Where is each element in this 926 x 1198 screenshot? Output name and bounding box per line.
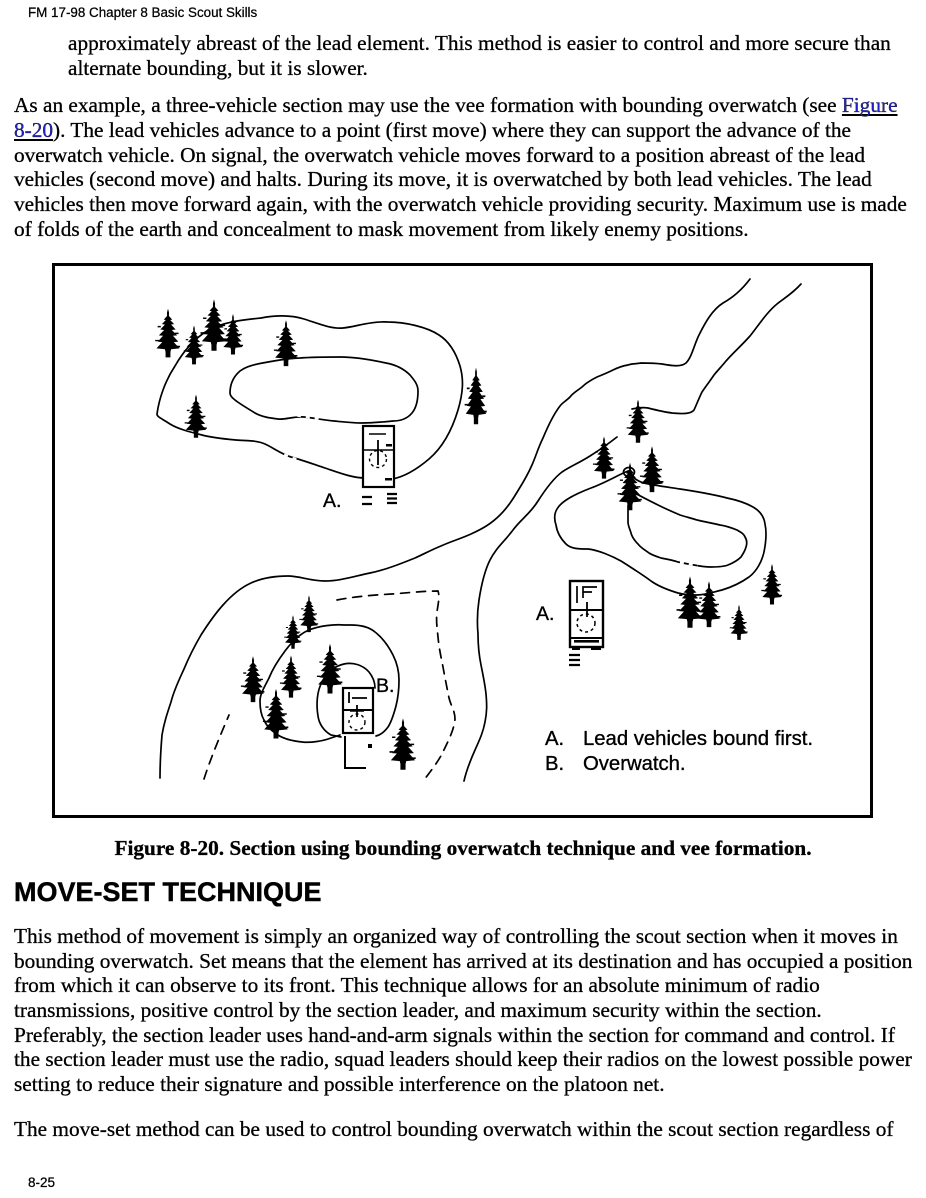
svg-text:B.: B. bbox=[545, 753, 564, 775]
svg-text:Lead vehicles bound first.: Lead vehicles bound first. bbox=[583, 728, 813, 750]
svg-text:A.: A. bbox=[323, 490, 341, 512]
svg-text:A.: A. bbox=[545, 728, 564, 750]
svg-text:Overwatch.: Overwatch. bbox=[583, 753, 686, 775]
svg-text:A.: A. bbox=[536, 603, 554, 625]
svg-text:B.: B. bbox=[376, 675, 394, 697]
